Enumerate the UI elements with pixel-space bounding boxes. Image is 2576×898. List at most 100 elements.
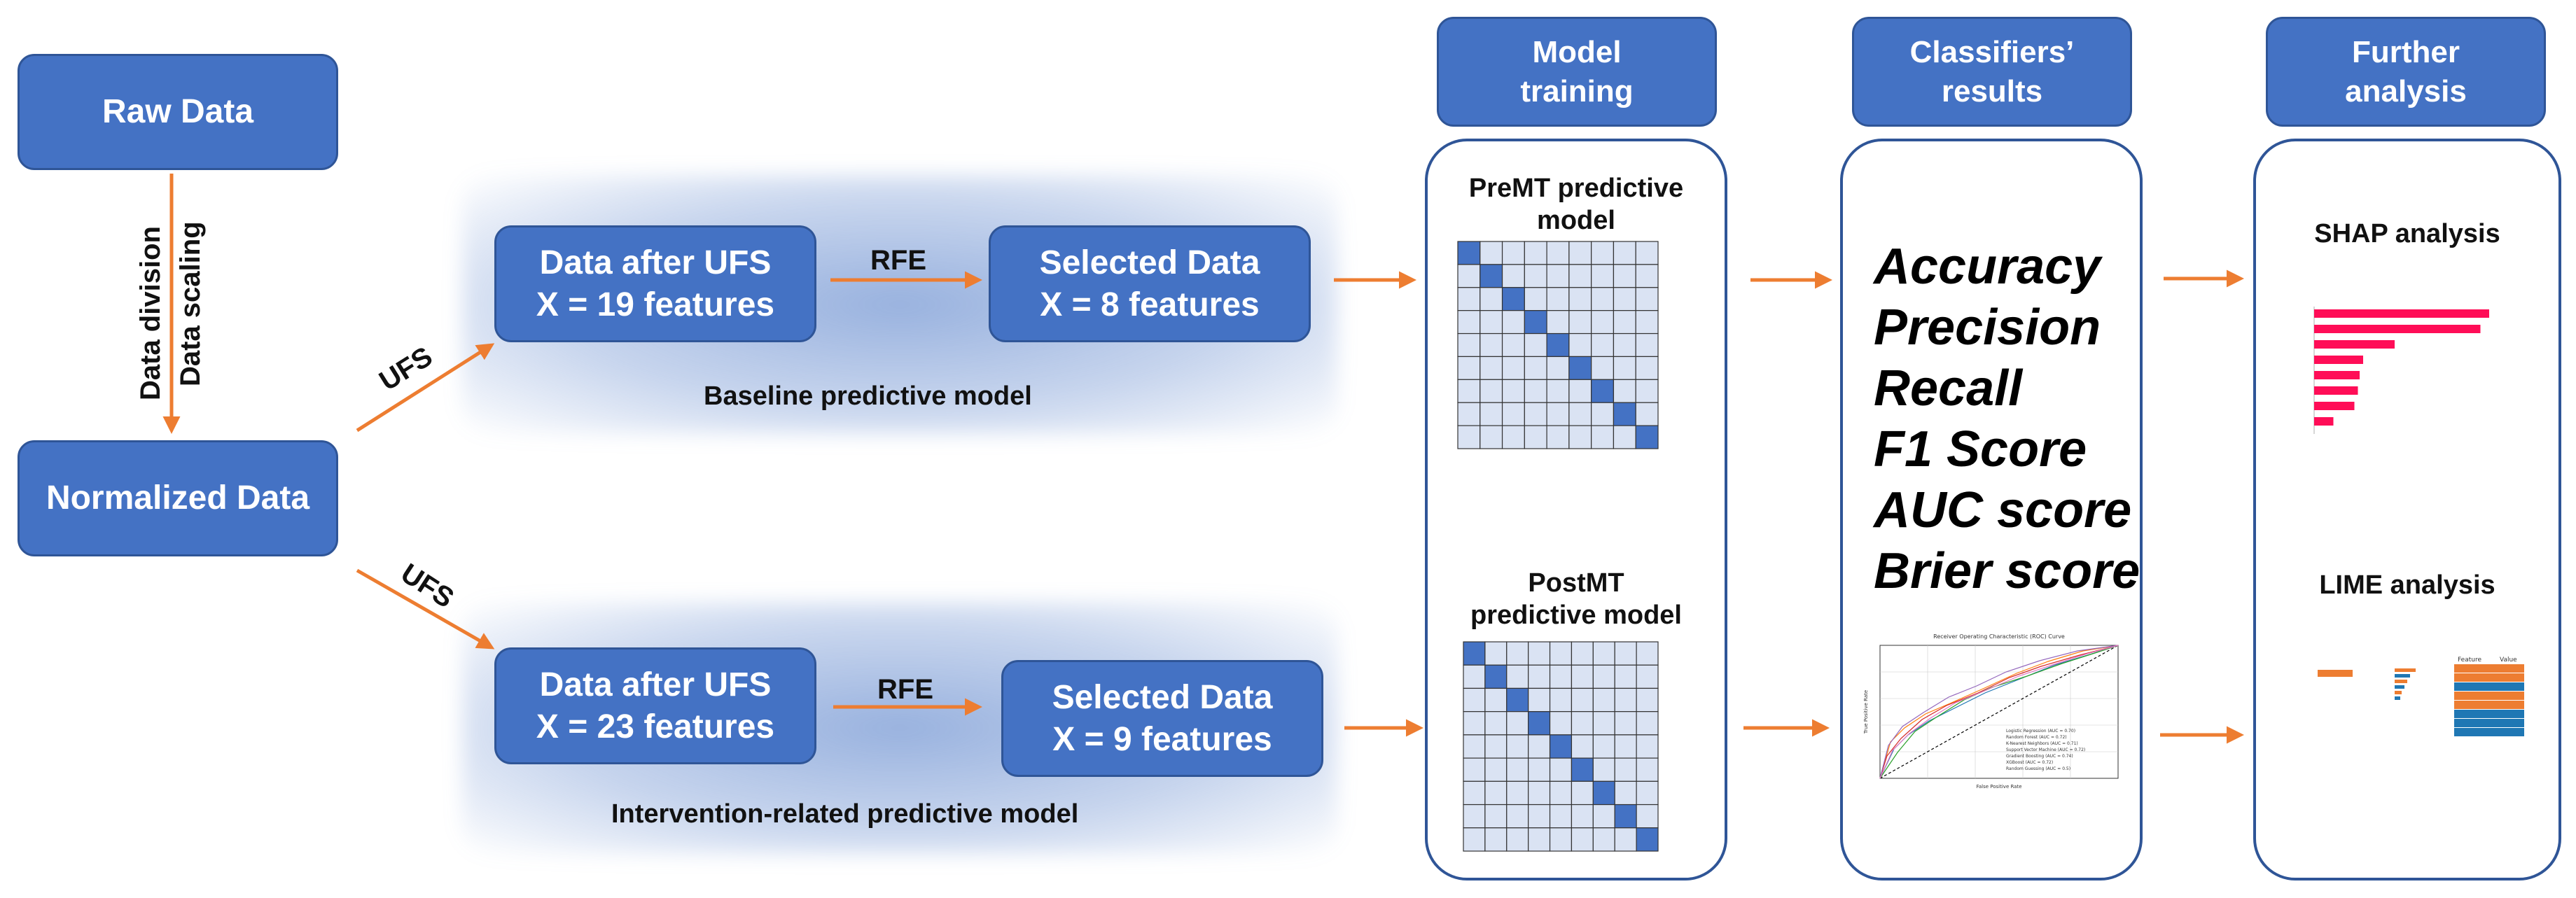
lime-table-row: [2454, 719, 2524, 727]
matrix-cell: [1614, 687, 1637, 713]
matrix-diagonal-cell: [1591, 379, 1615, 403]
lime-table-header-feature: Feature: [2458, 657, 2481, 664]
matrix-cell: [1457, 425, 1481, 449]
roc-legend-5: XGBoost (AUC = 0.72): [2006, 760, 2053, 765]
further-analysis-header: Further analysis: [2266, 17, 2546, 127]
matrix-diagonal-cell: [1480, 264, 1503, 288]
matrix-cell: [1591, 310, 1615, 335]
roc-legend-2: K-Nearest Neighbors (AUC = 0.71): [2006, 741, 2078, 746]
matrix-cell: [1457, 356, 1481, 380]
matrix-cell: [1613, 241, 1636, 265]
matrix-cell: [1501, 264, 1525, 288]
matrix-cell: [1592, 641, 1615, 666]
matrix-diagonal-cell: [1463, 641, 1486, 666]
matrix-diagonal-cell: [1571, 757, 1594, 782]
matrix-cell: [1592, 804, 1615, 829]
matrix-cell: [1546, 264, 1570, 288]
matrix-diagonal-cell: [1484, 664, 1508, 689]
matrix-cell: [1546, 310, 1570, 335]
matrix-cell: [1614, 711, 1637, 736]
matrix-cell: [1568, 264, 1592, 288]
lime-bar: [2395, 674, 2410, 678]
matrix-cell: [1592, 687, 1615, 713]
matrix-cell: [1568, 241, 1592, 265]
matrix-cell: [1524, 264, 1547, 288]
matrix-cell: [1480, 425, 1503, 449]
matrix-cell: [1635, 332, 1659, 358]
matrix-cell: [1506, 757, 1529, 782]
matrix-cell: [1528, 780, 1551, 806]
matrix-cell: [1506, 664, 1529, 689]
matrix-cell: [1463, 687, 1486, 713]
matrix-cell: [1592, 734, 1615, 759]
classifiers-results-header: Classifiers’ results: [1852, 17, 2132, 127]
matrix-cell: [1506, 780, 1529, 806]
matrix-cell: [1463, 711, 1486, 736]
matrix-cell: [1568, 310, 1592, 335]
matrix-cell: [1457, 310, 1481, 335]
metric-accuracy: Accuracy: [1874, 239, 2101, 295]
matrix-cell: [1568, 379, 1592, 403]
matrix-cell: [1613, 264, 1636, 288]
matrix-cell: [1480, 402, 1503, 426]
matrix-cell: [1571, 664, 1594, 689]
matrix-cell: [1568, 402, 1592, 426]
matrix-diagonal-cell: [1549, 734, 1573, 759]
matrix-cell: [1592, 757, 1615, 782]
shap-bar: [2314, 340, 2395, 349]
matrix-cell: [1463, 827, 1486, 852]
metric-brier: Brier score: [1874, 543, 2140, 599]
matrix-cell: [1524, 287, 1547, 311]
premt-matrix: [1457, 241, 1659, 449]
postmt-matrix: [1463, 641, 1659, 852]
matrix-diagonal-cell: [1457, 241, 1481, 265]
matrix-cell: [1568, 425, 1592, 449]
matrix-cell: [1591, 332, 1615, 358]
matrix-cell: [1549, 664, 1573, 689]
matrix-cell: [1480, 287, 1503, 311]
further-analysis-panel: [2253, 139, 2561, 881]
matrix-cell: [1549, 757, 1573, 782]
matrix-cell: [1484, 757, 1508, 782]
matrix-cell: [1506, 734, 1529, 759]
matrix-cell: [1591, 425, 1615, 449]
matrix-cell: [1501, 241, 1525, 265]
matrix-cell: [1484, 804, 1508, 829]
matrix-cell: [1463, 734, 1486, 759]
matrix-cell: [1614, 827, 1637, 852]
matrix-cell: [1635, 379, 1659, 403]
matrix-cell: [1571, 687, 1594, 713]
matrix-diagonal-cell: [1528, 711, 1551, 736]
roc-legend-3: Support Vector Machine (AUC = 0.72): [2006, 748, 2085, 752]
lime-table-row: [2454, 692, 2524, 700]
matrix-cell: [1613, 356, 1636, 380]
matrix-cell: [1457, 287, 1481, 311]
matrix-cell: [1549, 641, 1573, 666]
roc-ylabel: True Positive Rate: [1863, 690, 1869, 734]
matrix-cell: [1506, 804, 1529, 829]
matrix-cell: [1484, 734, 1508, 759]
metric-recall: Recall: [1874, 360, 2023, 416]
matrix-cell: [1635, 310, 1659, 335]
matrix-cell: [1549, 780, 1573, 806]
matrix-cell: [1571, 780, 1594, 806]
matrix-cell: [1571, 711, 1594, 736]
lime-bar: [2395, 668, 2416, 672]
matrix-cell: [1613, 287, 1636, 311]
matrix-cell: [1546, 425, 1570, 449]
matrix-cell: [1549, 827, 1573, 852]
matrix-cell: [1546, 356, 1570, 380]
matrix-cell: [1484, 780, 1508, 806]
matrix-cell: [1457, 332, 1481, 358]
data-scaling-label: Data scaling: [175, 221, 206, 386]
matrix-cell: [1635, 287, 1659, 311]
matrix-cell: [1524, 332, 1547, 358]
matrix-cell: [1568, 287, 1592, 311]
matrix-cell: [1463, 664, 1486, 689]
matrix-cell: [1501, 379, 1525, 403]
rfe-label-bottom: RFE: [877, 674, 933, 705]
normalized-data-label: Normalized Data: [46, 479, 310, 517]
matrix-diagonal-cell: [1524, 310, 1547, 335]
matrix-cell: [1549, 804, 1573, 829]
